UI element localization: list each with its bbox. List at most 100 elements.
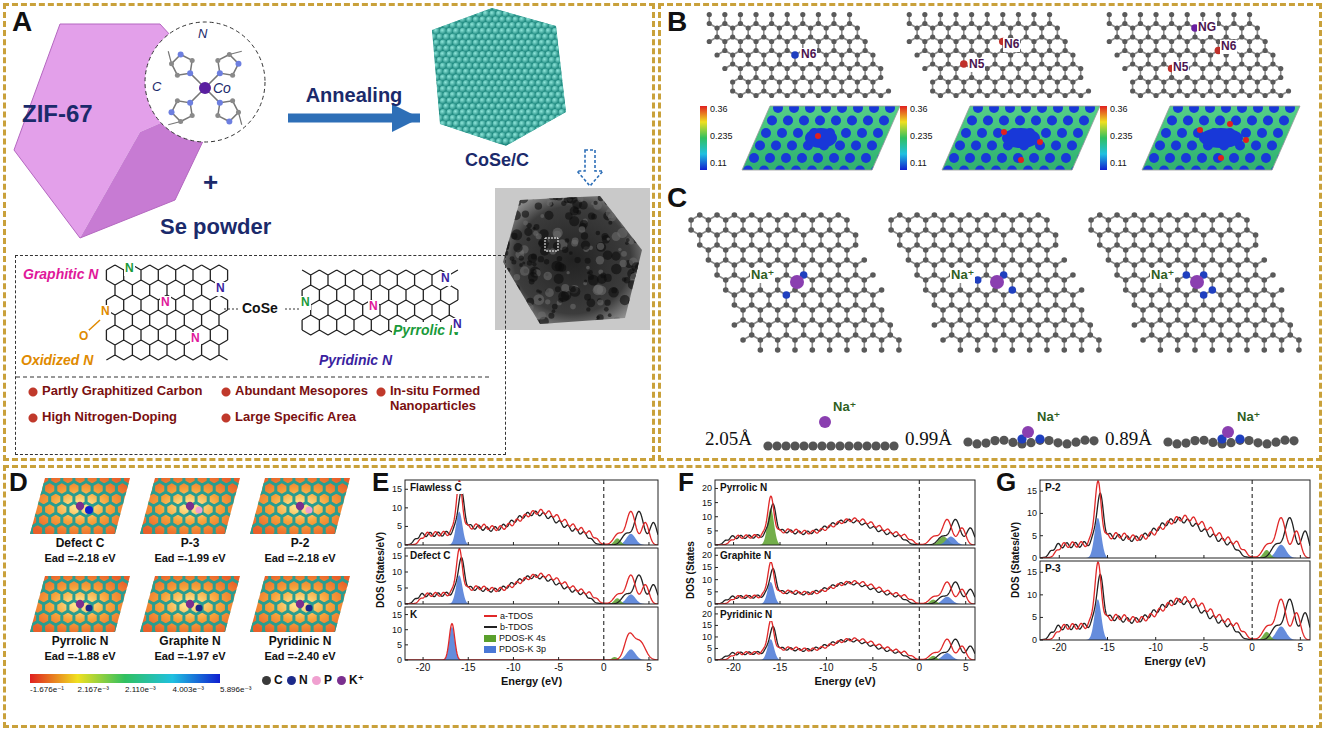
- nanosphere: [443, 10, 450, 17]
- carbon-atom: [1063, 48, 1068, 53]
- carbon-atom: [1210, 317, 1216, 323]
- carbon-atom: [1146, 79, 1151, 84]
- carbon-atom: [1078, 66, 1083, 71]
- carbon-atom: [946, 25, 951, 30]
- density-blob: [1002, 128, 1040, 148]
- nanosphere: [466, 39, 473, 46]
- polyhedron-art: [10, 18, 288, 248]
- carbon-atom: [1236, 332, 1242, 338]
- carbon-atom: [907, 12, 912, 17]
- tem-grain: [528, 272, 538, 282]
- carbon-atom: [1236, 272, 1242, 278]
- carbon-atom: [985, 66, 990, 71]
- carbon-atom: [922, 39, 927, 44]
- nanosphere: [466, 28, 473, 35]
- carbon-atom: [1201, 322, 1207, 328]
- carbon-atom: [940, 227, 946, 233]
- carbon-atom: [1192, 307, 1198, 313]
- carbon-atom: [985, 48, 990, 53]
- figure-part: [432, 8, 566, 146]
- density-spot: [1131, 141, 1141, 151]
- carbon-atom: [977, 52, 982, 57]
- carbon-atom: [1247, 12, 1252, 17]
- carbon-atom: [753, 75, 758, 80]
- tem-grain: [548, 313, 554, 319]
- density-spot: [869, 103, 879, 113]
- carbon-atom: [1044, 217, 1050, 223]
- carbon-atom: [1244, 337, 1250, 343]
- carbon-atom: [1010, 227, 1016, 233]
- tick-mark: [733, 601, 734, 604]
- bond-net: [1091, 215, 1299, 350]
- tem-grain: [584, 279, 587, 282]
- tick-mark: [1040, 617, 1043, 618]
- bond-net: [7, 569, 152, 636]
- carbon-atom: [844, 307, 850, 313]
- carbon-atom: [940, 247, 946, 253]
- charge-map: [893, 103, 1145, 176]
- pdos-fill: [715, 508, 975, 545]
- carbon-atom: [1184, 232, 1190, 238]
- carbon-atom: [827, 317, 833, 323]
- density-spot: [1255, 166, 1265, 176]
- tdos-curve: [405, 481, 658, 545]
- tick-mark: [558, 657, 559, 660]
- carbon-atom: [1184, 302, 1190, 308]
- bond-net: [909, 15, 1088, 96]
- carbon-atom: [958, 307, 964, 313]
- carbon-atom: [1036, 242, 1042, 248]
- tick-mark: [919, 542, 920, 545]
- panel-b-art: [693, 12, 1325, 176]
- dos-plot: [1040, 480, 1310, 640]
- carbon-atom: [1263, 48, 1268, 53]
- carbon-atom: [940, 317, 946, 323]
- map-ground: [940, 104, 1105, 174]
- nanosphere: [437, 45, 444, 52]
- carbon-atom: [1149, 212, 1155, 218]
- atom-lattice: [688, 212, 901, 353]
- nanosphere: [483, 34, 490, 41]
- tem-grain: [508, 291, 514, 297]
- carbon-atom: [1149, 242, 1155, 248]
- carbon-atom: [777, 79, 782, 84]
- density-spot: [853, 103, 863, 113]
- carbon-atom: [1208, 88, 1213, 93]
- density-spot: [975, 166, 985, 176]
- carbon-atom: [1270, 61, 1275, 66]
- atom: [187, 70, 193, 76]
- nanosphere: [486, 16, 493, 23]
- atom: [190, 113, 195, 118]
- tem-grain: [554, 274, 564, 284]
- density-spot: [997, 153, 1007, 163]
- carbon-atom: [949, 262, 955, 268]
- nanosphere: [443, 34, 450, 41]
- carbon-atom: [775, 317, 781, 323]
- carbon-atom: [1016, 93, 1021, 98]
- carbon-atom: [1253, 322, 1259, 328]
- carbon-atom: [844, 227, 850, 233]
- carbon-atom: [1107, 21, 1112, 26]
- nanosphere: [542, 10, 549, 17]
- carbon-atom: [810, 257, 816, 263]
- carbon-atom: [827, 337, 833, 343]
- nanosphere: [460, 5, 467, 12]
- carbon-atom: [853, 332, 859, 338]
- nanosphere: [460, 28, 467, 35]
- carbon-atom: [984, 322, 990, 328]
- carbon-atom: [878, 66, 883, 71]
- carbon-atom: [688, 217, 694, 223]
- carbon-atom: [1027, 277, 1033, 283]
- carbon-atom: [949, 292, 955, 298]
- carbon-atom: [818, 212, 824, 218]
- nanosphere: [532, 16, 539, 23]
- carbon-atom: [817, 441, 826, 450]
- density-spot: [1289, 128, 1299, 138]
- carbon-atom: [1044, 287, 1050, 293]
- carbon-atom: [853, 292, 859, 298]
- carbon-atom: [1227, 287, 1233, 293]
- carbon-atom: [1244, 347, 1250, 353]
- density-spot: [1155, 141, 1165, 151]
- carbon-atom: [732, 292, 738, 298]
- nanosphere: [433, 28, 440, 35]
- carbon-atom: [1175, 317, 1181, 323]
